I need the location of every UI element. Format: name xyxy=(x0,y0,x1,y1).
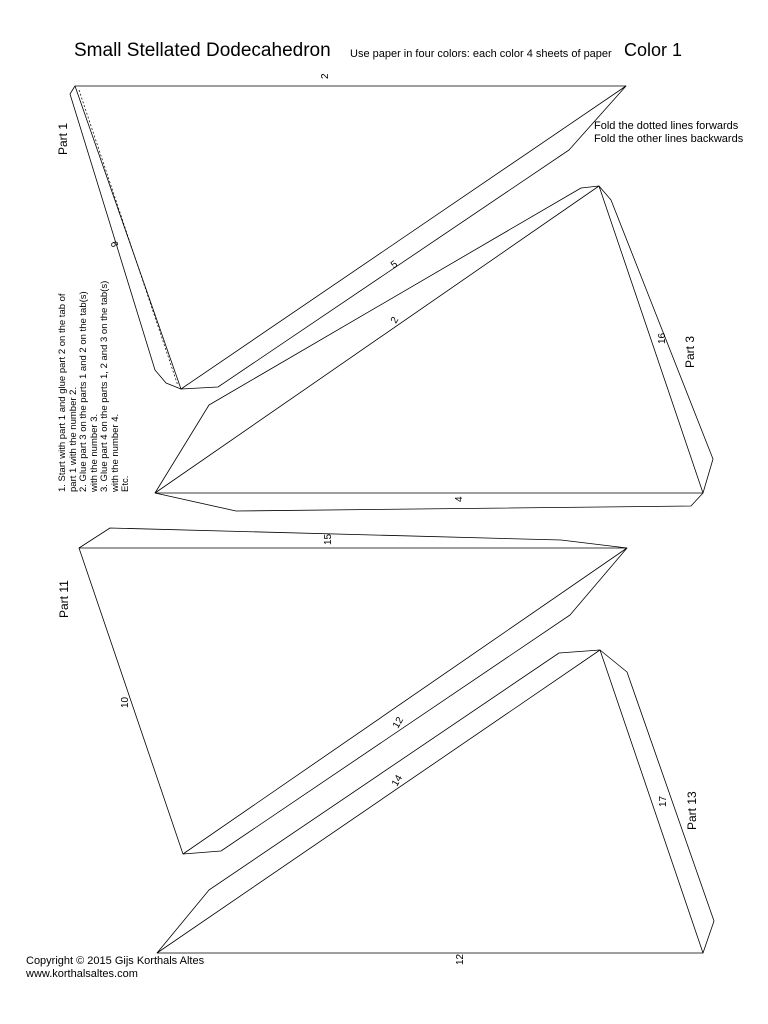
edge-number: 12 xyxy=(455,953,466,965)
assembly-instructions: 1. Start with part 1 and glue part 2 on … xyxy=(57,280,132,492)
part3-face xyxy=(154,185,704,494)
edge-number: 4 xyxy=(454,496,465,502)
part1-dotted-fold xyxy=(78,89,179,387)
edge-number: 17 xyxy=(658,795,669,807)
fold-backwards-text: Fold the other lines backwards xyxy=(594,133,744,145)
instruction-line: 2. Glue part 3 on the parts 1 and 2 on t… xyxy=(78,291,89,492)
part3-bottom-tab xyxy=(154,492,704,512)
website-link[interactable]: www.korthalsaltes.com xyxy=(26,968,138,980)
edge-number: 2 xyxy=(320,73,331,79)
part1-left-tab xyxy=(69,85,182,390)
part11-top-tab xyxy=(78,527,628,549)
edge-number: 16 xyxy=(657,332,668,344)
part1-face xyxy=(74,85,627,390)
instruction-line: with the number 4. xyxy=(109,413,121,492)
fold-instructions: Fold the dotted lines forwards Fold the … xyxy=(594,120,743,146)
part3-right-tab xyxy=(598,185,714,494)
instruction-line: Etc. xyxy=(120,475,131,492)
part11-face xyxy=(78,547,628,855)
part1-diag-tab xyxy=(180,85,627,390)
footer: Copyright © 2015 Gijs Korthals Altes www… xyxy=(26,955,204,981)
color-label: Color 1 xyxy=(624,40,683,60)
instruction-line: 3. Glue part 4 on the parts 1, 2 and 3 o… xyxy=(99,280,110,492)
part3-diag-tab xyxy=(154,185,600,494)
part13-right-tab xyxy=(599,649,715,954)
instruction-line: 1. Start with part 1 and glue part 2 on … xyxy=(57,293,68,492)
edge-number: 10 xyxy=(120,696,131,708)
page-title: Small Stellated Dodecahedron xyxy=(74,40,331,61)
fold-forwards-text: Fold the dotted lines forwards xyxy=(594,120,739,132)
part11-label: Part 11 xyxy=(57,580,71,618)
part13-face xyxy=(156,649,704,954)
part11-diag-tab xyxy=(182,547,628,855)
part13-label: Part 13 xyxy=(685,791,699,830)
paper-instructions: Use paper in four colors: each color 4 s… xyxy=(350,48,612,60)
part1-label: Part 1 xyxy=(56,122,70,155)
edge-number: 15 xyxy=(323,533,334,545)
part3-label: Part 3 xyxy=(683,335,697,368)
copyright-text: Copyright © 2015 Gijs Korthals Altes xyxy=(26,955,205,967)
part13-diag-tab xyxy=(156,649,601,954)
